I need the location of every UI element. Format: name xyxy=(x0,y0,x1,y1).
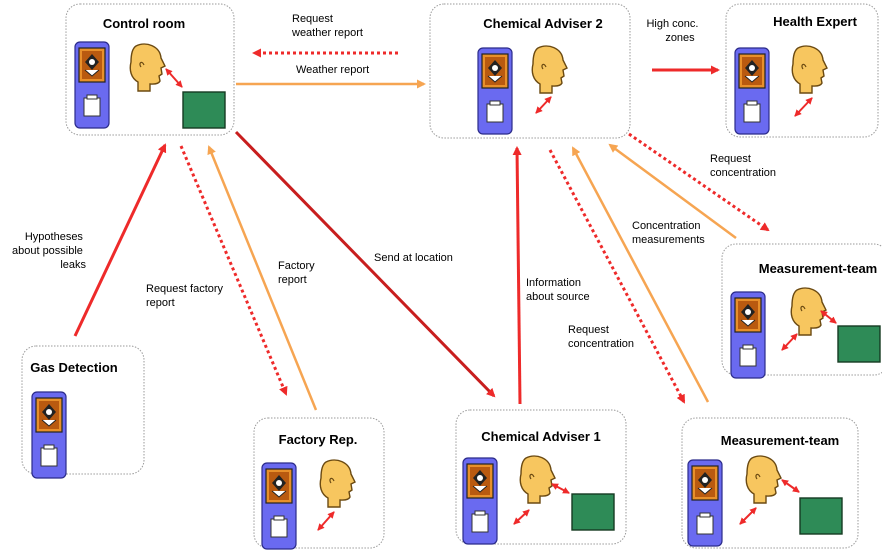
node-chemical-adviser-2: Chemical Adviser 2 xyxy=(429,3,631,139)
node-title: Control room xyxy=(103,16,185,31)
whiteboard-icon xyxy=(182,91,226,129)
interaction-arrow-icon xyxy=(165,68,183,88)
person-head-icon xyxy=(531,45,568,94)
edge-hypotheses xyxy=(73,143,167,337)
person-head-icon xyxy=(791,45,828,94)
edge-request-concentration-top xyxy=(628,132,770,232)
interaction-arrow-icon xyxy=(781,479,800,493)
node-factory-rep: Factory Rep. xyxy=(253,417,385,550)
interaction-arrow-icon xyxy=(781,333,798,351)
label-hypotheses: Hypotheses about possible leaks xyxy=(12,231,87,271)
person-head-icon xyxy=(745,455,782,504)
label-request-weather-report: Request weather report xyxy=(291,13,363,39)
computer-terminal-icon xyxy=(730,291,766,379)
computer-terminal-icon xyxy=(31,391,67,479)
node-title: Chemical Adviser 2 xyxy=(483,16,602,31)
node-title: Health Expert xyxy=(773,14,857,29)
computer-terminal-icon xyxy=(734,47,770,135)
label-high-conc-zones: High conc. zones xyxy=(646,18,701,44)
computer-terminal-icon xyxy=(687,459,723,547)
node-control-room: Control room xyxy=(65,3,235,136)
interaction-arrow-icon xyxy=(551,483,570,494)
whiteboard-icon xyxy=(837,325,881,363)
interaction-arrow-icon xyxy=(794,97,813,117)
label-request-concentration-top: Request concentration xyxy=(710,153,776,179)
node-title: Factory Rep. xyxy=(279,432,358,447)
node-measurement-team-bottom: Measurement-team xyxy=(681,417,859,549)
edge-factory-report xyxy=(207,145,318,411)
label-weather-report: Weather report xyxy=(296,64,369,76)
edge-request-factory-report xyxy=(179,145,288,396)
computer-terminal-icon xyxy=(462,457,498,545)
interaction-arrow-icon xyxy=(820,310,837,324)
label-factory-report: Factory report xyxy=(278,260,318,286)
node-health-expert: Health Expert xyxy=(725,3,879,138)
label-request-factory-report: Request factory report xyxy=(146,283,226,309)
node-gas-detection: Gas Detection xyxy=(21,345,145,479)
computer-terminal-icon xyxy=(74,41,110,129)
edge-request-concentration-bottom xyxy=(548,149,686,404)
interaction-arrow-icon xyxy=(739,507,757,525)
label-request-concentration-bottom: Request concentration xyxy=(568,324,634,350)
person-head-icon xyxy=(129,43,166,92)
computer-terminal-icon xyxy=(261,462,297,550)
label-information-about-source: Information about source xyxy=(526,277,590,303)
node-measurement-team-right: Measurement-team xyxy=(721,243,882,379)
interaction-arrow-icon xyxy=(535,96,552,114)
edge-concentration-measurements-top xyxy=(608,143,737,240)
node-chemical-adviser-1: Chemical Adviser 1 xyxy=(455,409,627,545)
whiteboard-icon xyxy=(799,497,843,535)
node-title: Gas Detection xyxy=(30,360,117,375)
node-title: Measurement-team xyxy=(759,261,878,276)
node-title: Chemical Adviser 1 xyxy=(481,429,600,444)
edge-send-at-location xyxy=(234,130,496,398)
label-send-at-location: Send at location xyxy=(374,252,453,264)
whiteboard-icon xyxy=(571,493,615,531)
node-title: Measurement-team xyxy=(721,433,840,448)
label-concentration-measurements: Concentration measurements xyxy=(632,220,705,246)
edge-concentration-measurements-bottom xyxy=(571,146,710,403)
person-head-icon xyxy=(790,287,827,336)
person-head-icon xyxy=(519,455,556,504)
edge-information-about-source xyxy=(512,146,522,405)
interaction-arrow-icon xyxy=(513,509,530,525)
person-head-icon xyxy=(319,459,356,508)
interaction-arrow-icon xyxy=(317,511,335,531)
computer-terminal-icon xyxy=(477,47,513,135)
